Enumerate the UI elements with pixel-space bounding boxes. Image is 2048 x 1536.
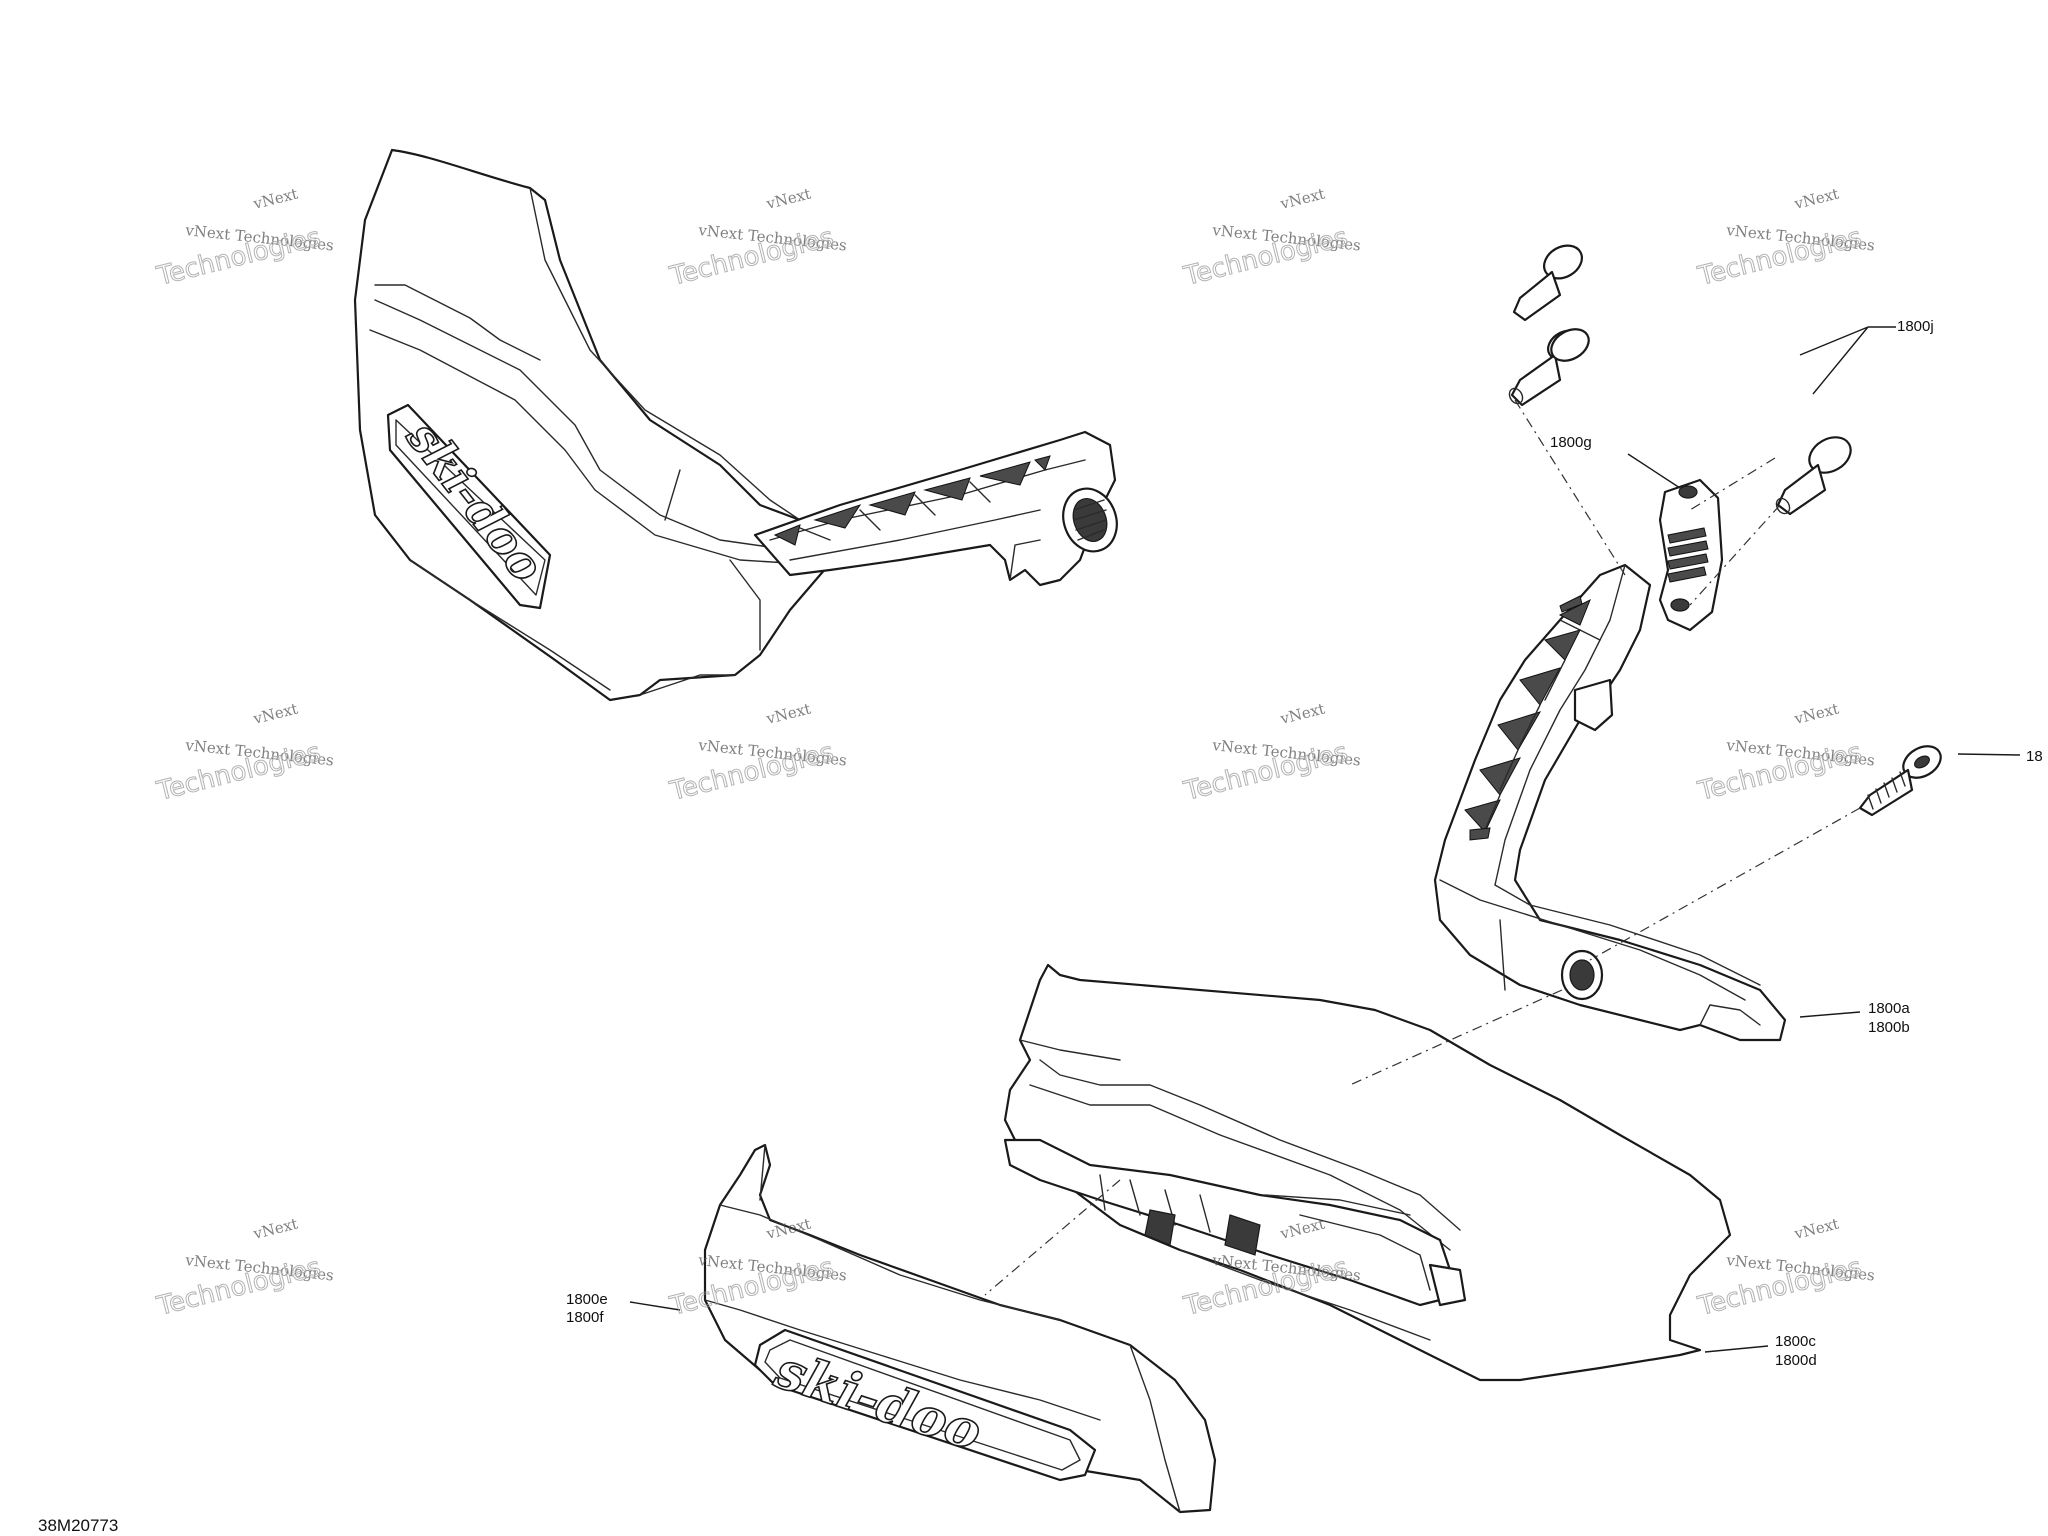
callout-1800a: 1800a — [1868, 1000, 1910, 1017]
callout-1800d: 1800d — [1775, 1352, 1817, 1369]
svg-text:vNext: vNext — [1278, 185, 1327, 214]
callout-1800f: 1800f — [566, 1309, 604, 1326]
watermark: vNext vNext Technologies Technologies — [153, 700, 335, 808]
clamp-body — [1658, 478, 1724, 632]
svg-text:vNext: vNext — [1278, 700, 1327, 729]
svg-text:vNext: vNext — [1792, 1215, 1841, 1244]
watermark: vNext vNext Technologies Technologies — [1180, 700, 1362, 808]
watermark: vNext vNext Technologies Technologies — [666, 185, 848, 293]
bolt-1800j-upper-2 — [1512, 244, 1583, 322]
assembly-lines — [984, 399, 1861, 1296]
clamp-teeth — [1667, 527, 1709, 583]
svg-text:vNext: vNext — [764, 185, 813, 214]
callout-1800b: 1800b — [1868, 1019, 1910, 1036]
svg-text:vNext: vNext — [1792, 700, 1841, 729]
watermark: vNext vNext Technologies Technologies — [666, 700, 848, 808]
watermark: vNext vNext Technologies Technologies — [153, 1215, 335, 1323]
right-handguard-arm — [1433, 563, 1787, 1042]
svg-text:vNext: vNext — [251, 185, 300, 214]
clamp-1800g — [1658, 478, 1724, 632]
callouts: 1800j 1800g 18 1800a 1800b 1800c 1800d 1… — [566, 318, 2043, 1369]
svg-text:vNext: vNext — [1792, 185, 1841, 214]
left-handguard-arm — [753, 430, 1117, 587]
callout-18: 18 — [2026, 748, 2043, 765]
watermark: vNext vNext Technologies Technologies — [153, 185, 335, 293]
lower-deflector-logo-plate — [753, 1328, 1097, 1482]
svg-text:vNext: vNext — [251, 1215, 300, 1244]
watermark: vNext vNext Technologies Technologies — [1694, 700, 1876, 808]
left-handguard-shield — [353, 148, 842, 702]
watermark: vNext vNext Technologies Technologies — [1694, 185, 1876, 293]
right-handguard-shield — [1003, 963, 1732, 1382]
callout-1800g: 1800g — [1550, 434, 1592, 451]
callout-1800c: 1800c — [1775, 1333, 1816, 1350]
left-arm-clamp — [1062, 487, 1118, 553]
callout-1800j: 1800j — [1897, 318, 1934, 335]
callout-1800e: 1800e — [566, 1291, 608, 1308]
drawing-reference-number: 38M20773 — [38, 1516, 118, 1535]
bolt-1800j-lower — [1775, 436, 1852, 516]
svg-text:vNext: vNext — [251, 700, 300, 729]
bolt-top — [1550, 328, 1590, 362]
svg-text:vNext: vNext — [764, 700, 813, 729]
left-shield-logo-plate — [386, 403, 552, 610]
left-handguard-assembly: ski-doo — [353, 148, 1118, 702]
watermark: vNext vNext Technologies Technologies — [1180, 185, 1362, 293]
left-arm-grip-texture — [773, 455, 1051, 546]
right-arm-grip-texture — [1464, 595, 1591, 841]
screw-right — [1858, 745, 1942, 817]
